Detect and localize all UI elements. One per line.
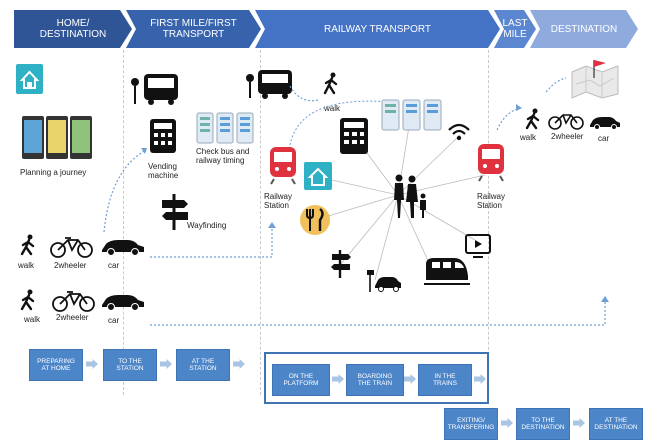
car-label: car xyxy=(108,261,120,270)
step-in-the-trains: IN THE TRAINS xyxy=(418,364,472,396)
phase-label: FIRST MILE/FIRST TRANSPORT xyxy=(150,18,237,40)
vending-label: Vending machine xyxy=(148,162,179,180)
phase-first-mile: FIRST MILE/FIRST TRANSPORT xyxy=(126,10,261,48)
divider-2 xyxy=(260,50,261,395)
tv-icon xyxy=(465,234,491,258)
step-preparing-at-home: PREPARING AT HOME xyxy=(29,349,83,381)
train-icon xyxy=(270,147,296,185)
step-label: BOARDING THE TRAIN xyxy=(357,373,393,387)
bicycle-icon xyxy=(548,114,584,130)
train-icon xyxy=(478,144,504,182)
car-label: car xyxy=(598,134,610,143)
phase-label: DESTINATION xyxy=(550,23,618,35)
step-exiting-transfering: EXITING/ TRANSFERING xyxy=(444,408,498,440)
walk-label: walk xyxy=(18,261,35,270)
food-icon xyxy=(300,205,330,235)
smartphone-icon xyxy=(22,116,92,159)
walk-icon xyxy=(20,289,35,311)
step-to-the-station: TO THE STATION xyxy=(103,349,157,381)
ticket-machine-icon xyxy=(150,119,176,153)
walk-icon xyxy=(525,108,540,130)
arrow-icon xyxy=(160,359,172,369)
home-icon xyxy=(304,162,332,190)
ticket-machine-icon xyxy=(340,118,368,154)
railway-steps-frame xyxy=(264,352,489,404)
check-timing-label: Check bus and railway timing xyxy=(196,147,250,165)
phase-label: RAILWAY TRANSPORT xyxy=(323,23,432,35)
phase-label: LAST MILE xyxy=(502,18,528,40)
phase-label: HOME/ DESTINATION xyxy=(39,18,107,40)
divider-3 xyxy=(488,50,489,395)
walk-icon xyxy=(20,234,35,256)
step-boarding-the-train: BOARDING THE TRAIN xyxy=(346,364,404,396)
home-icon xyxy=(16,64,43,94)
train-icon xyxy=(424,258,470,285)
railway-station-label: Railway Station xyxy=(264,192,293,210)
step-label: AT THE STATION xyxy=(189,358,217,372)
bus-stop-icon xyxy=(131,74,178,105)
arrow-icon xyxy=(233,359,245,369)
wayfinding-label: Wayfinding xyxy=(187,221,227,230)
railway-station-label: Railway Station xyxy=(477,192,506,210)
car-icon xyxy=(590,117,620,130)
walk-label: walk xyxy=(24,315,41,324)
step-label: IN THE TRAINS xyxy=(433,373,457,387)
phase-home-destination: HOME/ DESTINATION xyxy=(14,10,132,48)
arrow-icon xyxy=(332,374,344,384)
phase-railway-transport: RAILWAY TRANSPORT xyxy=(255,10,500,48)
arrow-icon xyxy=(573,418,585,428)
step-label: AT THE DESTINATION xyxy=(594,417,638,431)
planning-label: Planning a journey xyxy=(20,168,87,177)
bus-stop-icon xyxy=(246,70,292,99)
wifi-icon xyxy=(448,123,470,141)
car-icon xyxy=(102,295,144,311)
step-to-the-destination: TO THE DESTINATION xyxy=(516,408,570,440)
step-label: ON THE PLATFORM xyxy=(283,373,319,387)
arrow-icon xyxy=(501,418,513,428)
walk-icon xyxy=(323,72,338,95)
step-label: PREPARING AT HOME xyxy=(37,358,75,372)
car-icon xyxy=(102,240,144,256)
divider-1 xyxy=(123,50,124,395)
twowheeler-label: 2wheeler xyxy=(54,261,87,270)
walk-label: walk xyxy=(520,133,537,142)
signpost-icon xyxy=(331,250,351,278)
family-icon xyxy=(394,174,426,218)
phase-destination: DESTINATION xyxy=(530,10,638,48)
walk-label: walk xyxy=(324,104,341,113)
step-label: EXITING/ TRANSFERING xyxy=(447,417,495,431)
smartphone-icon xyxy=(381,99,442,131)
arrow-icon xyxy=(474,374,486,384)
map-icon xyxy=(571,60,619,99)
bicycle-icon xyxy=(50,237,93,258)
signpost-icon xyxy=(162,194,188,230)
taxi-icon xyxy=(367,270,401,292)
smartphone-icon xyxy=(196,112,254,144)
twowheeler-label: 2wheeler xyxy=(551,132,584,141)
bicycle-icon xyxy=(52,291,95,312)
arrow-icon xyxy=(404,374,416,384)
twowheeler-label: 2wheeler xyxy=(56,313,89,322)
step-at-the-destination: AT THE DESTINATION xyxy=(589,408,643,440)
arrow-icon xyxy=(86,359,98,369)
step-on-the-platform: ON THE PLATFORM xyxy=(272,364,330,396)
car-label: car xyxy=(108,316,120,325)
step-at-the-station: AT THE STATION xyxy=(176,349,230,381)
step-label: TO THE DESTINATION xyxy=(521,417,565,431)
step-label: TO THE STATION xyxy=(116,358,144,372)
